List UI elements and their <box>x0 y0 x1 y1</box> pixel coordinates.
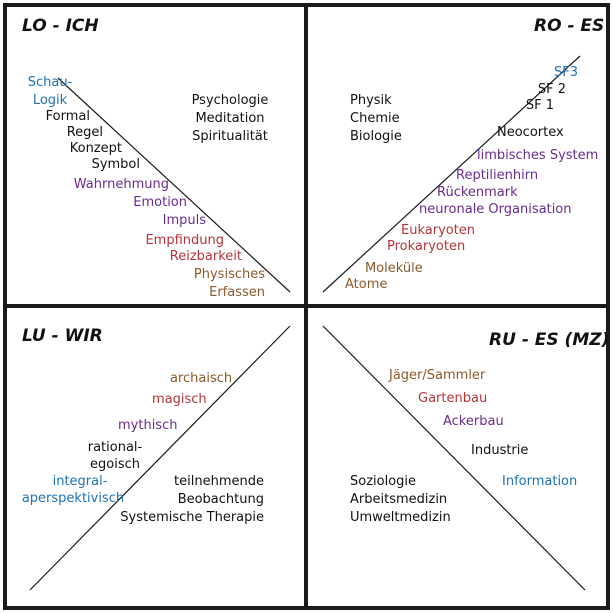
lo-item: Erfassen <box>209 285 265 300</box>
lo-discipline: Spiritualität <box>192 129 268 144</box>
lo-item: Emotion <box>133 195 187 210</box>
ro-item: Neocortex <box>497 125 564 140</box>
lo-item: Physisches <box>193 267 265 282</box>
ru-discipline: Arbeitsmedizin <box>350 492 448 507</box>
lo-item: Wahrnehmung <box>73 177 169 192</box>
ro-item: Atome <box>345 277 388 292</box>
quadrant-title-lu: LU - WIR <box>22 326 103 346</box>
lu-item: magisch <box>152 392 207 407</box>
ro-discipline: Biologie <box>350 129 402 144</box>
ru-item: Industrie <box>471 443 529 458</box>
ro-discipline: Chemie <box>350 111 400 126</box>
ru-item: Gartenbau <box>418 391 488 406</box>
lu-item: mythisch <box>118 418 178 433</box>
ro-discipline: Physik <box>350 93 392 108</box>
lu-discipline: Beobachtung <box>177 492 264 507</box>
lu-item: aperspektivisch <box>21 491 125 506</box>
quadrant-title-ru: RU - ES (MZ) <box>489 330 610 350</box>
ro-item: Moleküle <box>365 261 423 276</box>
lu-item: rational- <box>87 440 143 455</box>
diagonal-lu <box>29 325 291 591</box>
lo-item: Formal <box>45 109 90 124</box>
ro-item: Prokaryoten <box>387 239 466 254</box>
diagonal-ru <box>322 325 586 591</box>
quadrant-title-ro: RO - ES <box>534 16 605 36</box>
ro-item: SF 2 <box>537 82 567 97</box>
ro-item: neuronale Organisation <box>419 202 572 217</box>
ru-item: Information <box>502 474 578 489</box>
lu-discipline: Systemische Therapie <box>120 510 264 525</box>
ru-item: Ackerbau <box>443 414 504 429</box>
ro-item: limbisches System <box>477 148 599 163</box>
ru-item: Jäger/Sammler <box>389 368 486 383</box>
diagonal-ro <box>322 55 581 293</box>
diagonal-lo <box>57 77 291 293</box>
lo-discipline: Psychologie <box>191 93 269 108</box>
lo-discipline: Meditation <box>195 111 265 126</box>
horizontal-divider <box>3 304 610 308</box>
ro-item: Reptilienhirn <box>456 168 539 183</box>
lo-item: Reizbarkeit <box>169 249 242 264</box>
lo-item: Impuls <box>162 213 206 228</box>
ro-item: SF 1 <box>525 98 555 113</box>
ro-item: Eukaryoten <box>401 223 476 238</box>
ro-item: Rückenmark <box>437 185 518 200</box>
lu-item: integral- <box>52 474 108 489</box>
ru-discipline: Soziologie <box>350 474 417 489</box>
ru-discipline: Umweltmedizin <box>350 510 451 525</box>
lo-item: Regel <box>66 125 103 140</box>
lo-item: Logik <box>32 93 68 108</box>
quadrant-title-lo: LO - ICH <box>22 16 99 36</box>
lu-item: egoisch <box>90 457 140 472</box>
lo-item: Konzept <box>69 141 122 156</box>
lo-item: Symbol <box>91 157 140 172</box>
lo-item: Empfindung <box>145 233 224 248</box>
ro-item: SF3 <box>553 65 578 80</box>
lo-item: Schau- <box>27 75 73 90</box>
lu-item: archaisch <box>170 371 233 386</box>
lu-discipline: teilnehmende <box>174 474 264 489</box>
